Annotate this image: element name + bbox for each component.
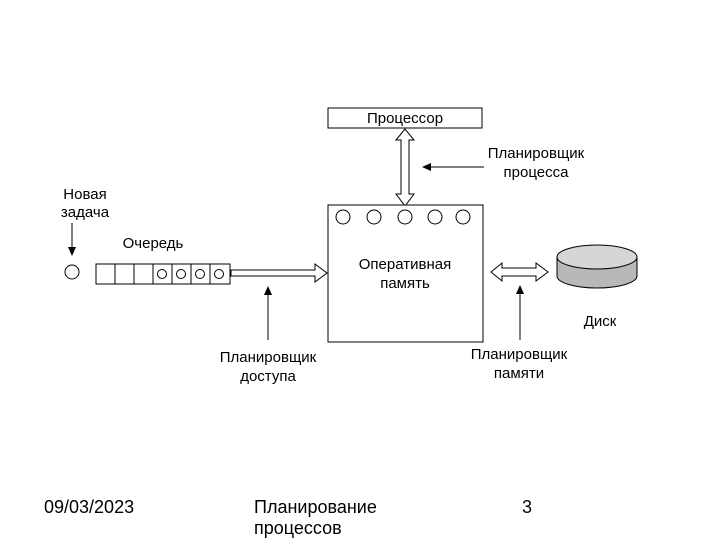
process-scheduler-label-line2: процесса: [504, 164, 570, 181]
footer-date: 09/03/2023: [44, 497, 135, 517]
new-task: Новая задача: [61, 186, 110, 280]
queue-label: Очередь: [123, 235, 184, 252]
memory-scheduler-label-line2: памяти: [494, 365, 544, 382]
footer-page-number: 3: [522, 497, 533, 517]
access-scheduler-label-line1: Планировщик: [220, 349, 317, 366]
new-task-label-line1: Новая: [63, 186, 106, 203]
disk-node: Диск: [556, 244, 638, 330]
queue-to-ram-arrow: [230, 263, 328, 283]
new-task-arrow-head: [68, 247, 76, 256]
queue-task-circle: [157, 269, 167, 279]
memory-scheduler-label-line1: Планировщик: [471, 346, 568, 363]
processor-node: Процессор: [327, 107, 483, 129]
process-scheduler: Планировщик процесса: [422, 145, 585, 181]
process-scheduler-label-line1: Планировщик: [488, 145, 585, 162]
processor-box: [327, 107, 483, 129]
ram-slot: [366, 209, 382, 225]
process-scheduler-arrow-head: [422, 163, 431, 171]
ram-slot: [427, 209, 443, 225]
footer-title-line1: Планирование: [254, 497, 377, 517]
processor-ram-double-arrow: [394, 128, 416, 207]
access-scheduler-label-line2: доступа: [240, 368, 296, 385]
access-scheduler-arrow-head: [264, 286, 272, 295]
ram-slot: [455, 209, 471, 225]
ram-box: [327, 204, 484, 343]
footer-title: Планирование процессов: [254, 497, 377, 539]
ram-slot: [397, 209, 413, 225]
queue-task-circle: [195, 269, 205, 279]
footer-title-line2: процессов: [254, 518, 342, 538]
ram-label-line1: Оперативная: [359, 256, 451, 273]
disk-label: Диск: [584, 313, 617, 330]
ram-slot: [335, 209, 351, 225]
disk-cylinder-top: [556, 244, 638, 270]
queue: Очередь: [95, 235, 231, 285]
memory-scheduler-arrow-head: [516, 285, 524, 294]
process-scheduling-diagram: Процессор Планировщик процесса Оперативн…: [61, 107, 638, 385]
ram-disk-double-arrow: [490, 261, 549, 283]
processor-label: Процессор: [367, 110, 443, 127]
queue-task-circle: [176, 269, 186, 279]
access-scheduler: Планировщик доступа: [220, 286, 317, 385]
ram-label-line2: память: [380, 275, 430, 292]
new-task-label-line2: задача: [61, 204, 110, 221]
new-task-circle: [64, 264, 80, 280]
ram-node: Оперативная память: [327, 204, 484, 343]
queue-task-circle: [214, 269, 224, 279]
memory-scheduler: Планировщик памяти: [471, 285, 568, 382]
